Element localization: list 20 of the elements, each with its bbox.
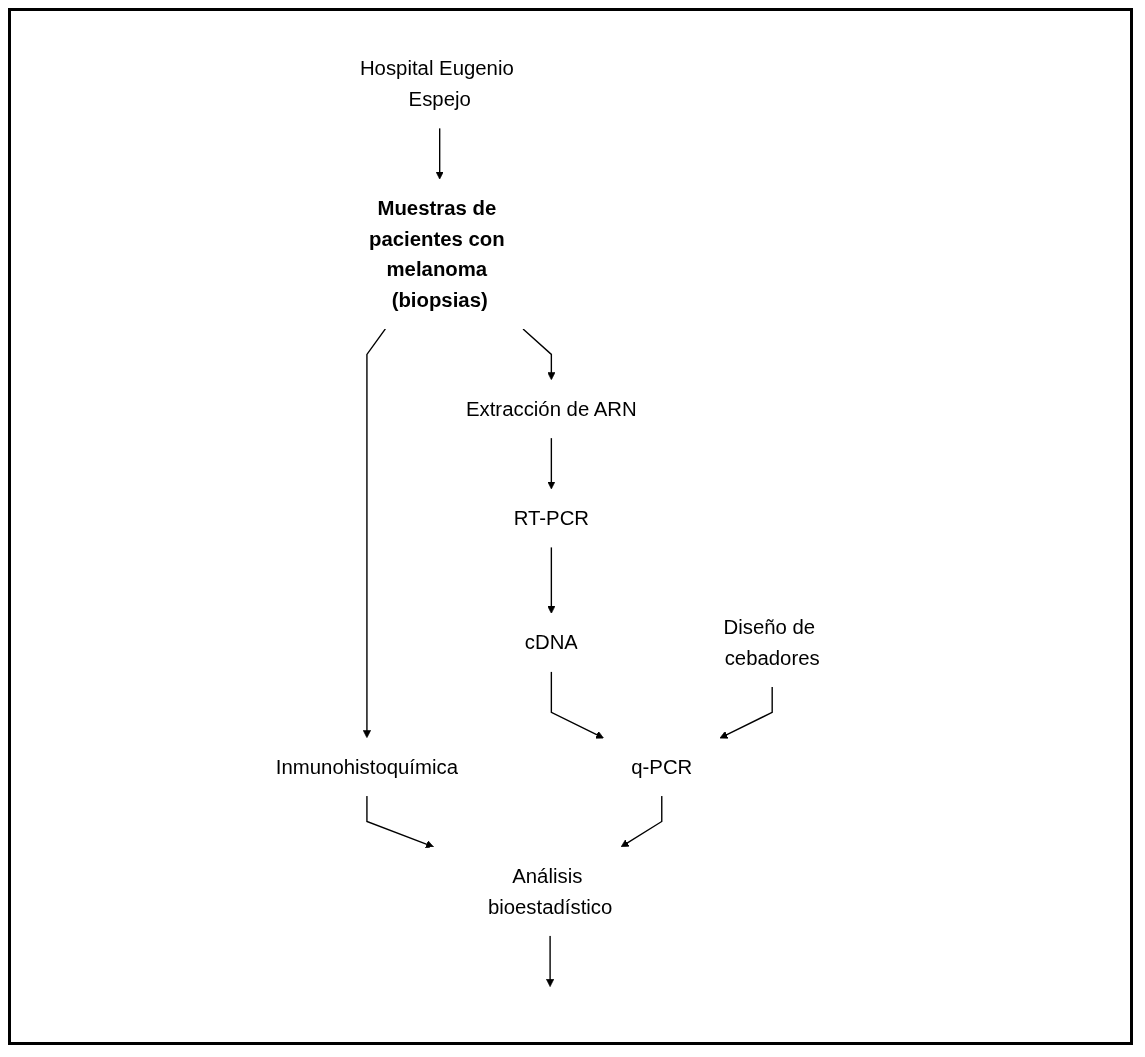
node-text: cDNA — [525, 630, 579, 654]
node-text: Inmunohistoquímica — [276, 754, 459, 779]
arrow — [546, 934, 555, 987]
arrow — [435, 127, 444, 180]
arrow — [547, 437, 556, 489]
node-text: Análisis bioestadístico — [488, 864, 613, 918]
arrow — [550, 670, 605, 739]
arrow — [363, 327, 387, 738]
node-text: Extracción de ARN — [466, 397, 637, 421]
arrow — [719, 685, 774, 739]
frame-border: Hospital Eugenio Espejo Muestras de pacientes con melanoma (biopsias) Inmunohistoquímica Extracción de ARN RT-PCR cDNA Diseño de cebadores q-PCR Análisis bioestadístico — [8, 8, 1133, 1045]
node-text: Hospital Eugenio Espejo — [360, 56, 515, 111]
arrow — [547, 546, 556, 614]
arrow — [522, 327, 556, 380]
arrow — [620, 795, 663, 847]
arrow — [366, 795, 435, 848]
node-text: RT-PCR — [513, 506, 590, 530]
node-text: Muestras de pacientes con melanoma (biopsias) — [369, 196, 505, 311]
node-text: Diseño de cebadores — [723, 615, 820, 669]
node-text: q-PCR — [631, 754, 693, 779]
